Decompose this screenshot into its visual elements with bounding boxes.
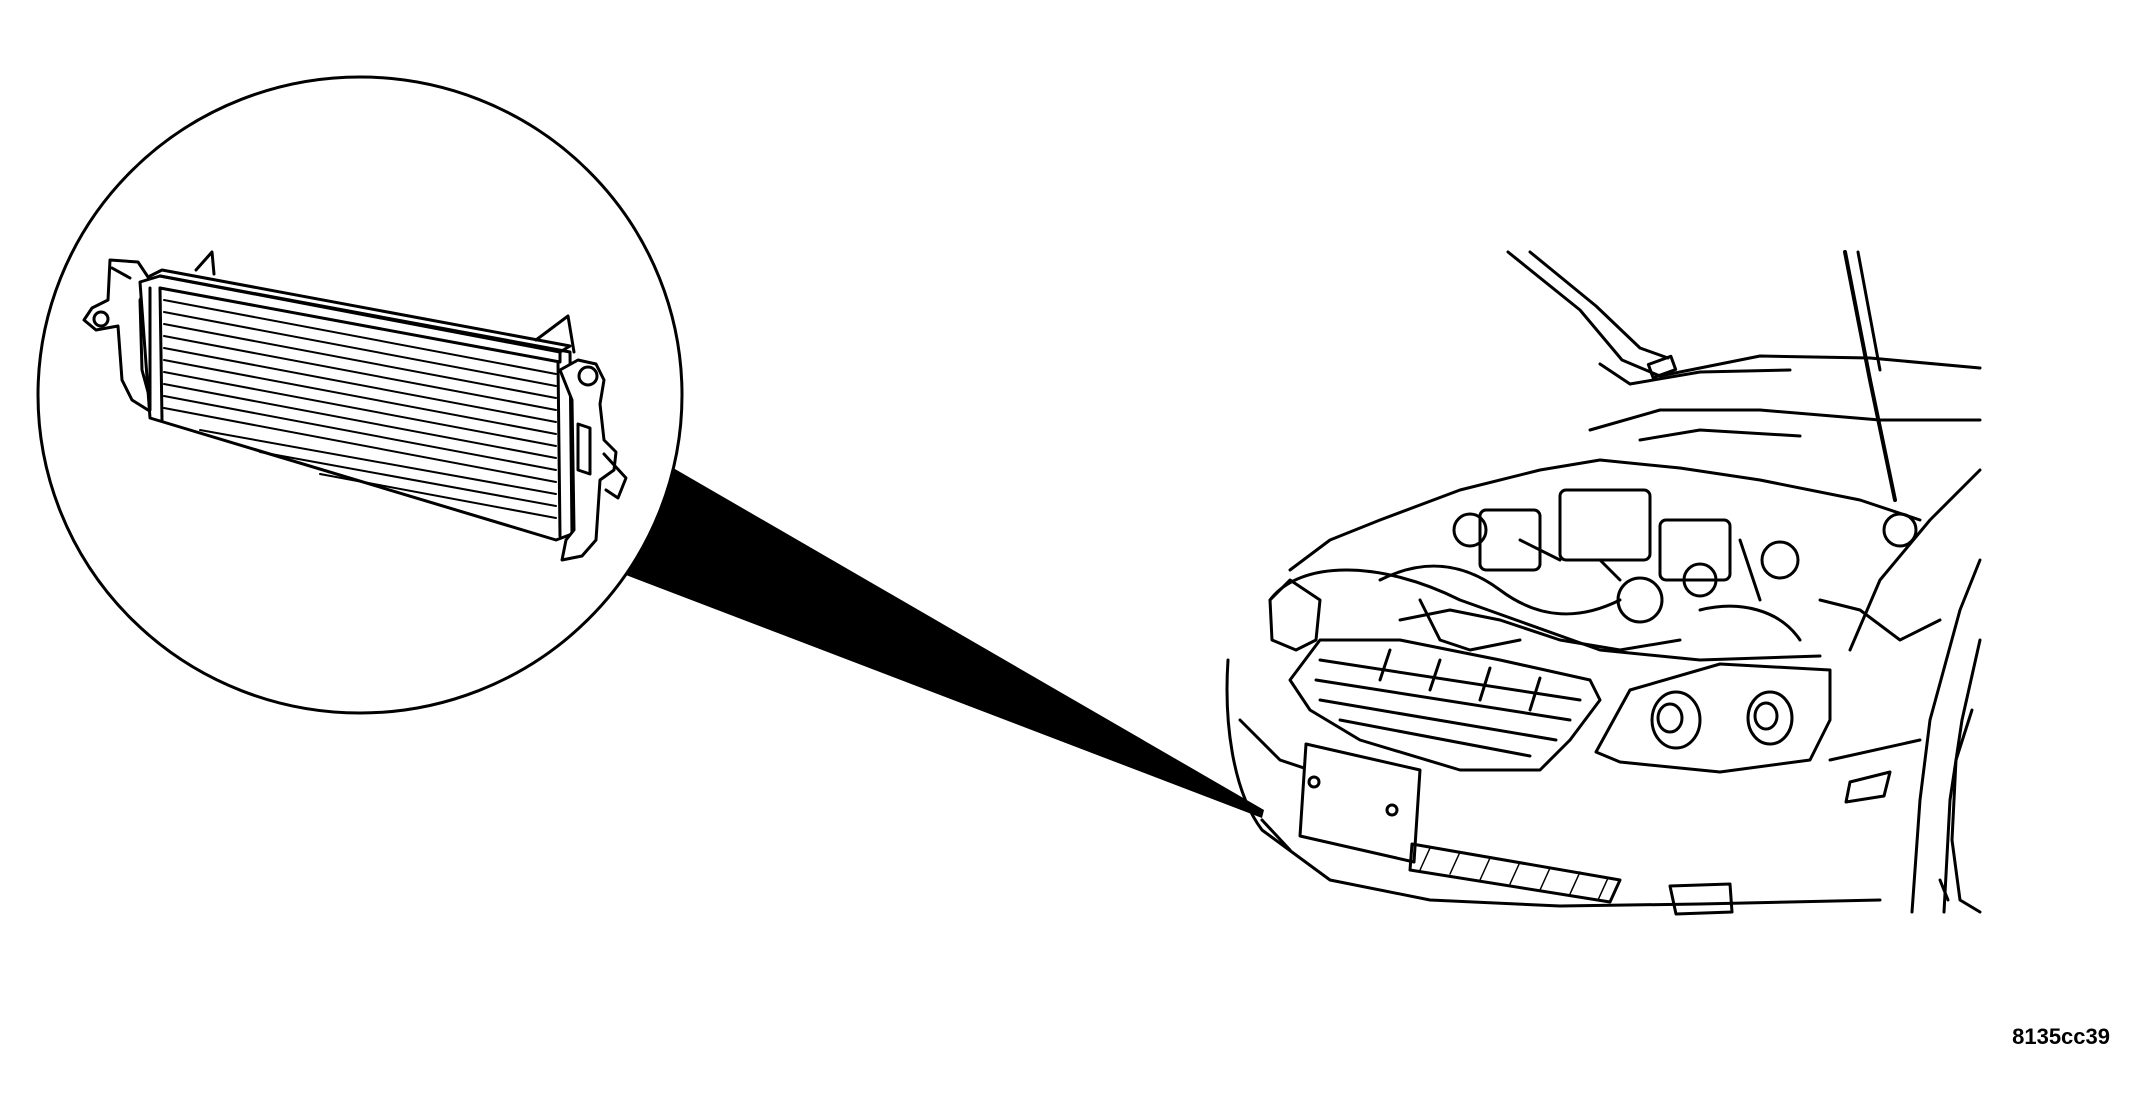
figure-id-label: 8135cc39 <box>2012 1024 2110 1049</box>
car-front-hood-open-icon <box>1225 250 1982 916</box>
callout-pointer-icon <box>626 465 1264 818</box>
transmission-oil-cooler-icon <box>82 250 628 562</box>
